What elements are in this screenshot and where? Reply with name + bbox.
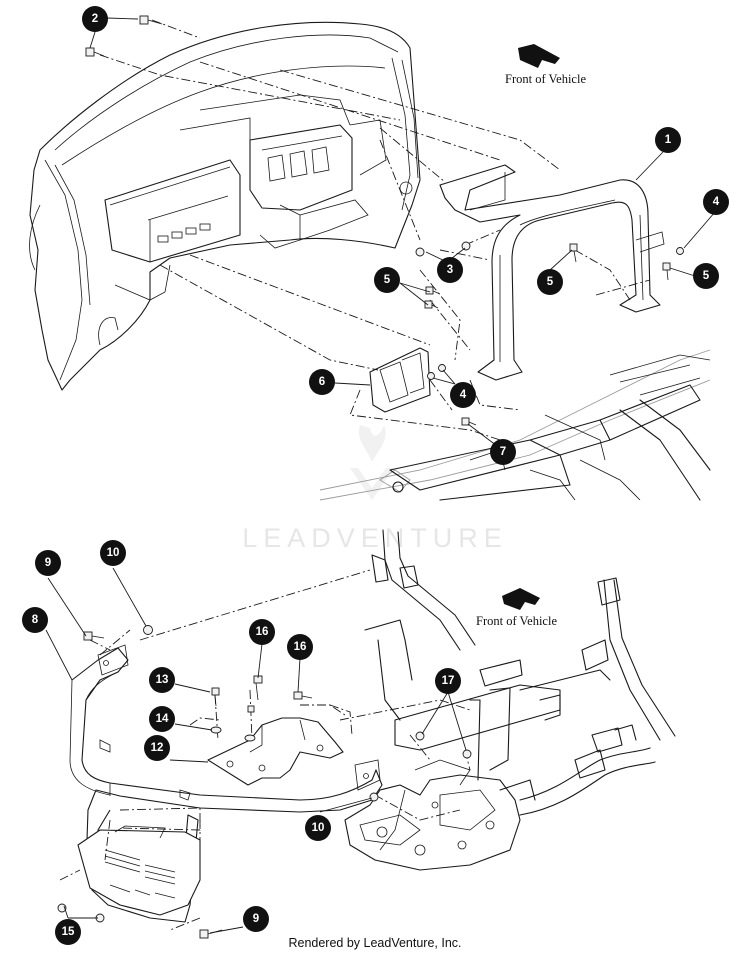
nut-icon (369, 792, 379, 802)
callout-17: 17 (435, 668, 461, 694)
front-bumper-part-8 (69, 644, 383, 923)
callout-9: 9 (243, 906, 269, 932)
bolt-icon (461, 417, 477, 426)
callout-16: 16 (287, 634, 313, 660)
svg-text:16: 16 (256, 626, 269, 638)
callout-16: 16 (249, 619, 275, 645)
svg-text:17: 17 (442, 675, 455, 687)
svg-text:9: 9 (253, 913, 259, 925)
svg-text:5: 5 (547, 276, 554, 288)
nut-icon (415, 247, 425, 257)
bolt-icon (85, 47, 105, 57)
washer-icon (244, 734, 256, 742)
bolt-icon (247, 705, 255, 713)
svg-text:4: 4 (460, 389, 467, 401)
svg-text:8: 8 (32, 614, 39, 626)
callout-7: 7 (490, 439, 516, 465)
nut-icon (427, 372, 435, 380)
bolt-icon (139, 15, 163, 25)
svg-text:3: 3 (447, 264, 453, 276)
svg-text:10: 10 (107, 547, 120, 559)
callout-1: 1 (655, 127, 681, 153)
callout-10: 10 (100, 540, 126, 566)
bolt-icon (425, 286, 441, 295)
washer-icon (210, 726, 222, 734)
nut-icon (438, 364, 446, 372)
hardware-bottom (57, 625, 472, 939)
frame-top-view (319, 349, 711, 501)
bolt-icon (662, 262, 671, 281)
bolt-icon (83, 631, 105, 641)
svg-text:13: 13 (156, 674, 169, 686)
bolt-icon (424, 300, 439, 309)
svg-text:16: 16 (294, 641, 307, 653)
callout-8: 8 (22, 607, 48, 633)
nut-icon (57, 903, 67, 913)
callout-3: 3 (437, 257, 463, 283)
watermark-logo-icon (350, 425, 394, 500)
svg-text:15: 15 (62, 926, 75, 938)
watermark-text: LEADVENTURE (242, 523, 508, 553)
mount-plate-part-12 (207, 717, 344, 786)
callout-6: 6 (309, 369, 335, 395)
front-arrow-icon (518, 44, 560, 68)
assembly-guide-lines-bottom (59, 569, 471, 931)
svg-text:12: 12 (151, 742, 164, 754)
callout-2: 2 (82, 6, 108, 32)
front-of-vehicle-label-bottom: Front of Vehicle (476, 614, 557, 628)
svg-text:2: 2 (92, 13, 98, 25)
callout-5: 5 (537, 269, 563, 295)
svg-text:9: 9 (45, 557, 51, 569)
callout-9: 9 (35, 550, 61, 576)
bolt-icon (253, 675, 263, 701)
callout-5: 5 (693, 263, 719, 289)
svg-text:14: 14 (156, 713, 169, 725)
hardware-top (85, 15, 684, 426)
callout-13: 13 (149, 667, 175, 693)
svg-text:6: 6 (319, 376, 325, 388)
callout-14: 14 (149, 706, 175, 732)
bolt-icon (211, 687, 220, 707)
nut-icon (462, 749, 472, 759)
roll-bracket-part-1 (439, 164, 665, 381)
callout-12: 12 (144, 735, 170, 761)
hood-dash-assembly (29, 21, 421, 391)
nut-icon (143, 625, 153, 635)
svg-text:10: 10 (312, 822, 325, 834)
bolt-icon (569, 243, 578, 263)
callout-4: 4 (450, 382, 476, 408)
svg-text:1: 1 (665, 134, 672, 146)
svg-text:4: 4 (713, 196, 720, 208)
svg-text:7: 7 (500, 446, 506, 458)
nut-icon (676, 247, 684, 255)
front-of-vehicle-label-top: Front of Vehicle (505, 72, 586, 86)
callout-4: 4 (703, 189, 729, 215)
callout-10: 10 (305, 815, 331, 841)
bolt-icon (293, 691, 313, 700)
nut-icon (461, 241, 471, 251)
callout-15: 15 (55, 919, 81, 945)
front-arrow-icon (502, 588, 540, 610)
svg-text:5: 5 (703, 270, 710, 282)
callout-5: 5 (374, 267, 400, 293)
svg-text:5: 5 (384, 274, 391, 286)
frame-bottom-view (344, 529, 676, 871)
mount-bracket-part-6 (369, 347, 431, 413)
footer-credit: Rendered by LeadVenture, Inc. (288, 936, 462, 950)
